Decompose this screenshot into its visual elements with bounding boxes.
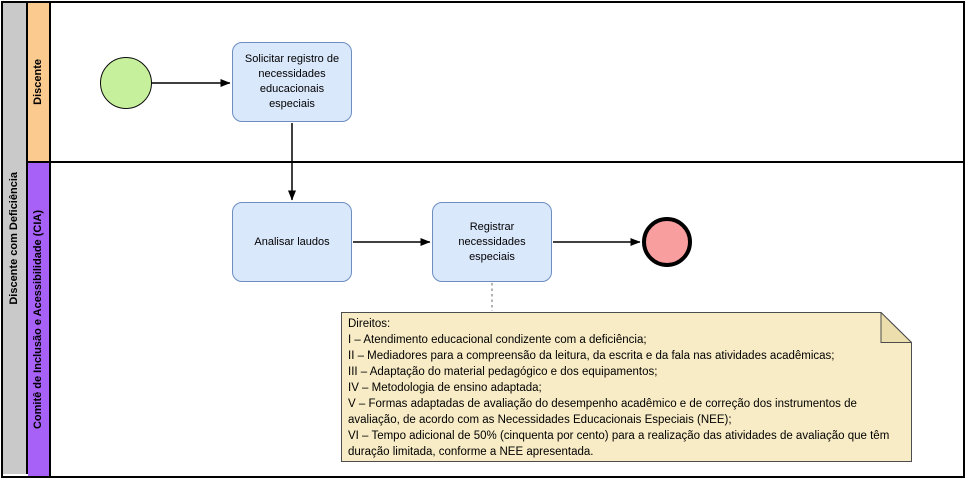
pool-label-bar: Discente com Deficiência (3, 3, 28, 474)
note-fold-corner (880, 312, 912, 343)
note-item-1: I – Atendimento educacional condizente c… (348, 334, 647, 346)
start-event-icon (100, 57, 152, 109)
note-direitos: Direitos: I – Atendimento educacional co… (341, 312, 912, 462)
note-title: Direitos: (348, 318, 391, 330)
task-registrar-necessidades: Registrar necessidades especiais (432, 202, 552, 282)
task-solicitar-registro-label: Solicitar registro de necessidades educa… (244, 53, 340, 110)
lane-cia-title: Comitê de Inclusão e Acessibilidade (CIA… (32, 209, 44, 430)
task-analisar-laudos-label: Analisar laudos (254, 235, 330, 248)
task-analisar-laudos: Analisar laudos (232, 202, 352, 282)
lane-discente-title: Discente (32, 59, 44, 105)
task-registrar-necessidades-label: Registrar necessidades especiais (458, 220, 526, 263)
lane-divider (28, 161, 963, 163)
note-item-5: V – Formas adaptadas de avaliação do des… (348, 398, 857, 426)
note-item-4: IV – Metodologia de ensino adaptada; (348, 382, 542, 394)
note-shape (341, 312, 912, 462)
note-text: Direitos: I – Atendimento educacional co… (341, 312, 912, 462)
pool-title: Discente com Deficiência (8, 172, 20, 305)
lane-label-discente: Discente (28, 3, 51, 161)
note-body (341, 312, 912, 462)
end-event-icon (642, 217, 692, 267)
note-item-2: II – Mediadores para a compreensão da le… (348, 350, 835, 362)
note-item-3: III – Adaptação do material pedagógico e… (348, 366, 658, 378)
lane-label-cia: Comitê de Inclusão e Acessibilidade (CIA… (28, 163, 51, 476)
task-solicitar-registro: Solicitar registro de necessidades educa… (232, 42, 352, 122)
note-item-6: VI – Tempo adicional de 50% (cinquenta p… (348, 430, 890, 458)
